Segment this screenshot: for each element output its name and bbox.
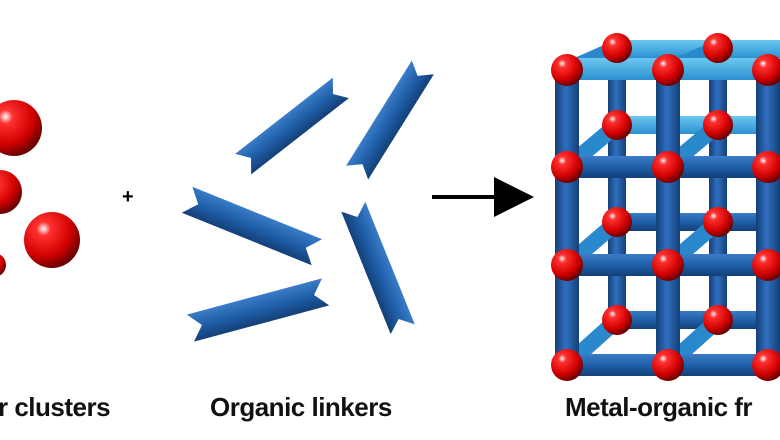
metal-node — [551, 349, 583, 381]
metal-node — [551, 54, 583, 86]
metal-sphere — [0, 254, 6, 276]
metal-node — [602, 305, 632, 335]
metal-node — [703, 110, 733, 140]
metal-sphere — [0, 100, 42, 156]
metal-node — [551, 151, 583, 183]
linker-rod — [186, 278, 330, 342]
metal-node — [703, 207, 733, 237]
linker-rod — [341, 201, 415, 335]
metal-node — [703, 305, 733, 335]
metal-nodes — [551, 33, 780, 381]
linker-rod — [235, 77, 349, 175]
linker-rod — [181, 186, 323, 266]
metal-node — [652, 151, 684, 183]
metal-node — [551, 249, 583, 281]
metal-node — [652, 349, 684, 381]
metal-node — [752, 249, 780, 281]
metal-node — [752, 151, 780, 183]
metal-node — [602, 33, 632, 63]
organic-linkers-label: Organic linkers — [210, 392, 392, 422]
metal-sphere — [24, 212, 80, 268]
metal-clusters-label: r clusters — [0, 392, 111, 422]
metal-organic-framework — [551, 33, 780, 381]
plus-sign: + — [122, 186, 134, 208]
metal-node — [652, 54, 684, 86]
mof-label: Metal-organic fr — [565, 392, 753, 422]
organic-linkers — [181, 60, 434, 342]
metal-node — [602, 110, 632, 140]
metal-sphere — [0, 170, 22, 214]
metal-node — [652, 249, 684, 281]
metal-node — [752, 54, 780, 86]
linker-rod — [346, 60, 434, 180]
metal-node — [602, 207, 632, 237]
metal-node — [703, 33, 733, 63]
metal-node — [752, 349, 780, 381]
metal-clusters — [0, 100, 80, 276]
